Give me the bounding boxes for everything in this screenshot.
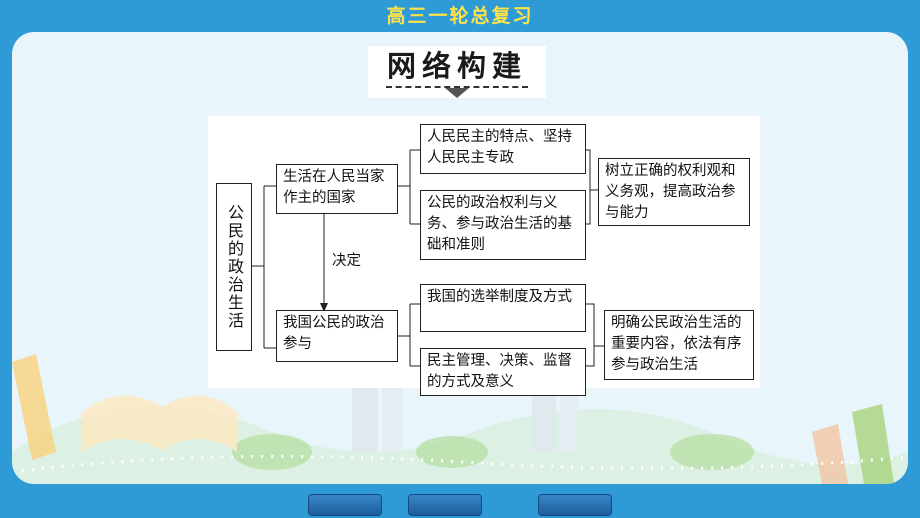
node-democratic-management: 民主管理、决策、监督的方式及意义 — [420, 348, 586, 396]
node-election-system: 我国的选举制度及方式 — [420, 284, 586, 332]
course-title: 高三一轮总复习 — [386, 5, 534, 27]
node-people-democracy-country: 生活在人民当家作主的国家 — [276, 164, 398, 214]
section-heading: 网络构建 — [386, 49, 527, 83]
node-lawful-participation: 明确公民政治生活的重要内容，依法有序参与政治生活 — [604, 310, 754, 380]
node-rights-duties-view: 树立正确的权利观和义务观，提高政治参与能力 — [598, 158, 750, 226]
heading-underline — [386, 86, 528, 88]
root-node: 公民的政治生活 — [216, 183, 252, 351]
nav-button-previous[interactable] — [308, 494, 382, 516]
nav-button-home[interactable] — [408, 494, 482, 516]
node-political-rights: 公民的政治权利与义务、参与政治生活的基础和准则 — [420, 190, 586, 260]
arrow-down-icon — [320, 303, 328, 312]
nav-button-next[interactable] — [538, 494, 612, 516]
node-democracy-features: 人民民主的特点、坚持人民民主专政 — [420, 124, 586, 174]
triangle-down-icon — [445, 88, 469, 98]
relation-label: 决定 — [332, 253, 361, 269]
node-citizen-participation: 我国公民的政治参与 — [276, 310, 398, 362]
